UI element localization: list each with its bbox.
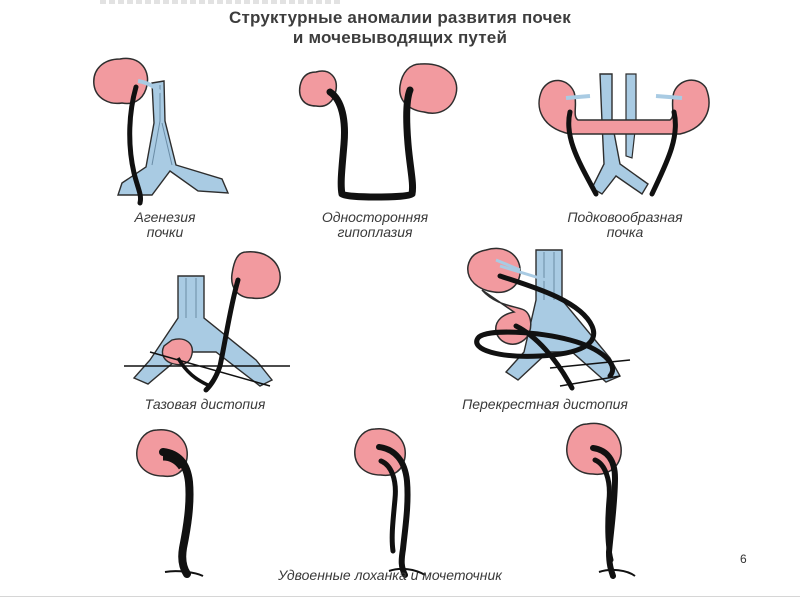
caption-pelvic-text: Тазовая дистопия — [144, 396, 266, 412]
title-line-1: Структурные аномалии развития почек — [228, 8, 572, 27]
caption-crossed-text: Перекрестная дистопия — [462, 396, 628, 412]
slide-title: Структурные аномалии развития почек и мо… — [100, 8, 700, 48]
header-remnant — [100, 0, 340, 4]
caption-agenesis-line2: почки — [146, 224, 184, 240]
hypoplasia-illustration — [298, 63, 458, 201]
crossed-dystopia-illustration — [467, 247, 631, 391]
caption-doubled: Удвоенные лоханка и мочеточник — [190, 568, 590, 583]
caption-agenesis-line1: Агенезия — [134, 209, 196, 225]
agenesis-illustration — [93, 57, 230, 206]
caption-hypoplasia-line1: Односторонняя — [321, 209, 429, 225]
bottom-divider — [0, 596, 800, 597]
horseshoe-illustration — [538, 73, 710, 197]
caption-horseshoe: Подковообразная почка — [535, 210, 715, 240]
caption-doubled-text: Удвоенные лоханка и мочеточник — [278, 567, 502, 583]
pelvic-dystopia-illustration — [124, 251, 290, 393]
caption-hypoplasia-line2: гипоплазия — [337, 224, 413, 240]
title-line-2: и мочевыводящих путей — [292, 28, 508, 47]
caption-pelvic: Тазовая дистопия — [105, 397, 305, 412]
caption-horseshoe-line2: почка — [606, 224, 644, 240]
doubled-ureter-illustration-2 — [354, 428, 426, 578]
doubled-ureter-illustration-3 — [566, 422, 636, 579]
caption-horseshoe-line1: Подковообразная — [567, 209, 683, 225]
caption-crossed: Перекрестная дистопия — [415, 397, 675, 412]
caption-agenesis: Агенезия почки — [85, 210, 245, 240]
caption-hypoplasia: Односторонняя гипоплазия — [290, 210, 460, 240]
doubled-ureter-illustration-1 — [136, 429, 204, 578]
page-number: 6 — [740, 552, 747, 566]
